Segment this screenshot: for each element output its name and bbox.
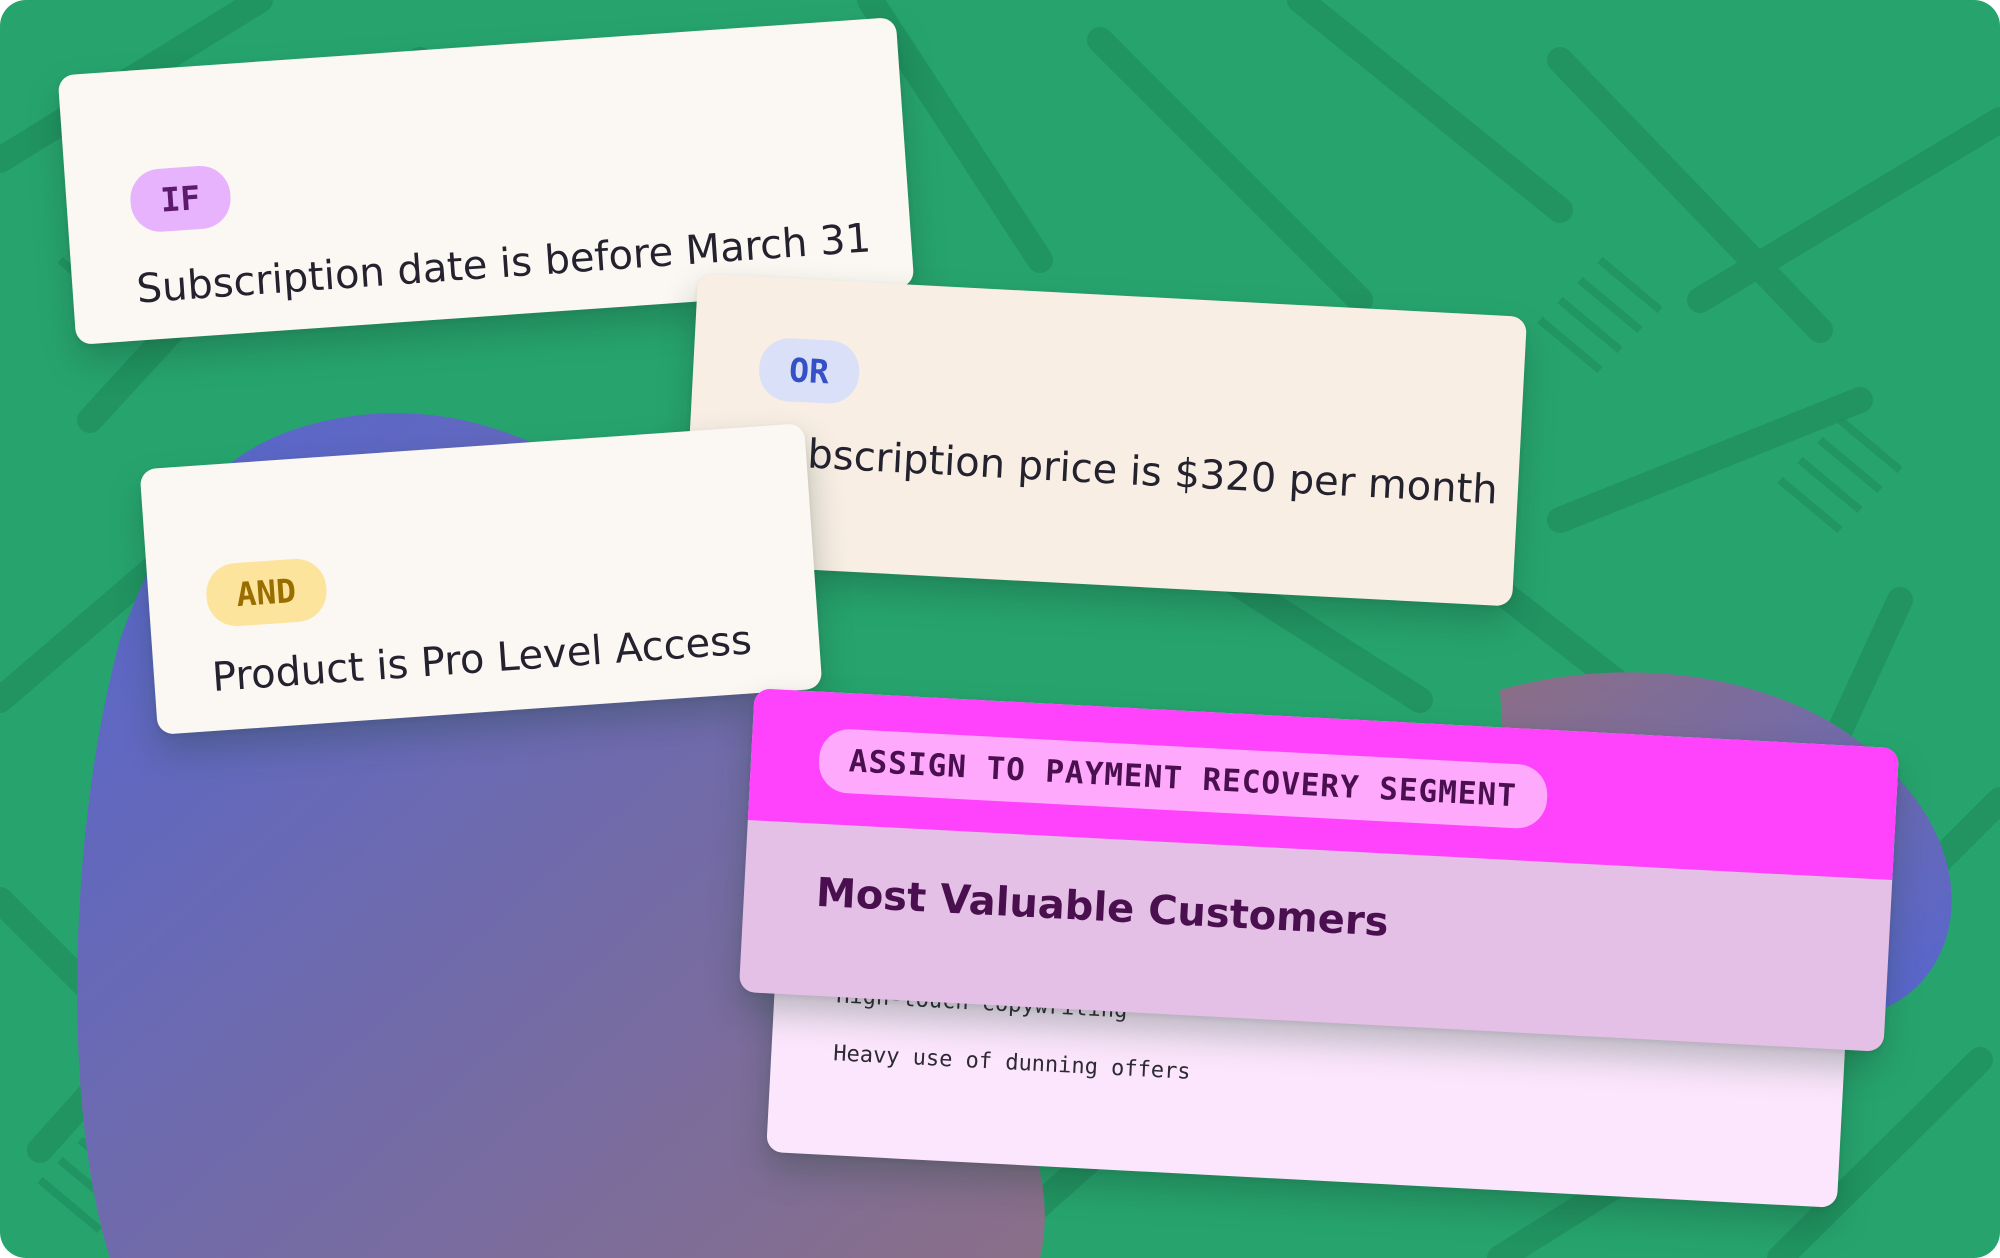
and-condition-card[interactable]: AND Product is Pro Level Access [139, 423, 823, 735]
segment-action-pill: ASSIGN TO PAYMENT RECOVERY SEGMENT [817, 727, 1549, 830]
or-condition-text: Subscription price is $320 per month [755, 428, 1499, 514]
segment-name: Most Valuable Customers [814, 869, 1390, 946]
segment-action-card[interactable]: ASSIGN TO PAYMENT RECOVERY SEGMENT Most … [738, 688, 1900, 1052]
if-operator-pill: IF [128, 163, 233, 234]
or-operator-pill: OR [757, 336, 861, 405]
and-condition-text: Product is Pro Level Access [210, 617, 754, 701]
segment-note: Heavy use of dunning offers [832, 1041, 1192, 1085]
and-operator-pill: AND [204, 556, 329, 629]
